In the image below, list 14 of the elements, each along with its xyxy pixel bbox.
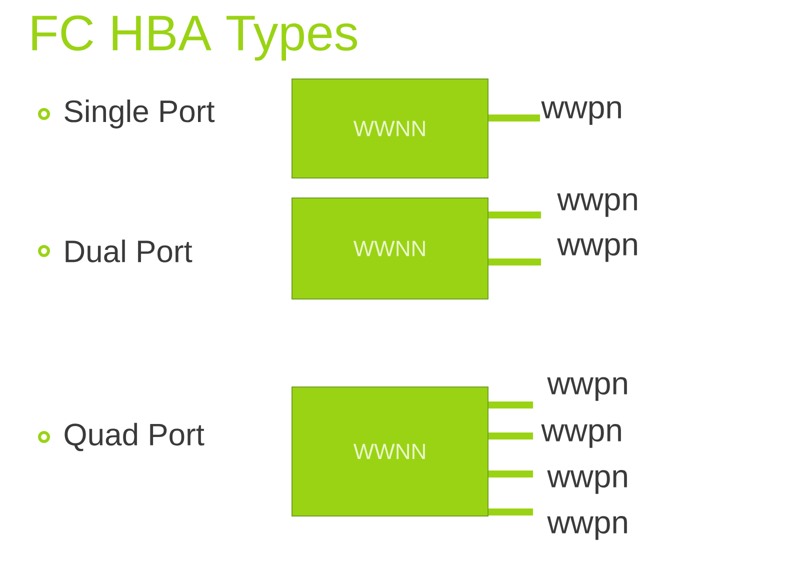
port-type-label: Single Port [64, 100, 215, 128]
port-label: wwpn [547, 377, 627, 401]
port-type-label: Dual Port [66, 240, 192, 262]
port-label: wwpn [547, 516, 627, 540]
port-label: wwpn [547, 470, 627, 494]
port-label: wwpn [557, 193, 637, 217]
port-type-label: Quad Port [64, 422, 204, 452]
hba-card-box: WWNN [292, 78, 488, 178]
port-label: wwpn [557, 238, 637, 262]
port-label: wwpn [541, 424, 621, 448]
hba-card-box: WWNN [292, 198, 488, 300]
slide-title: FC HBA Types [32, 15, 358, 61]
port-label: wwpn [541, 101, 621, 125]
hba-card-box: WWNN [292, 386, 488, 516]
